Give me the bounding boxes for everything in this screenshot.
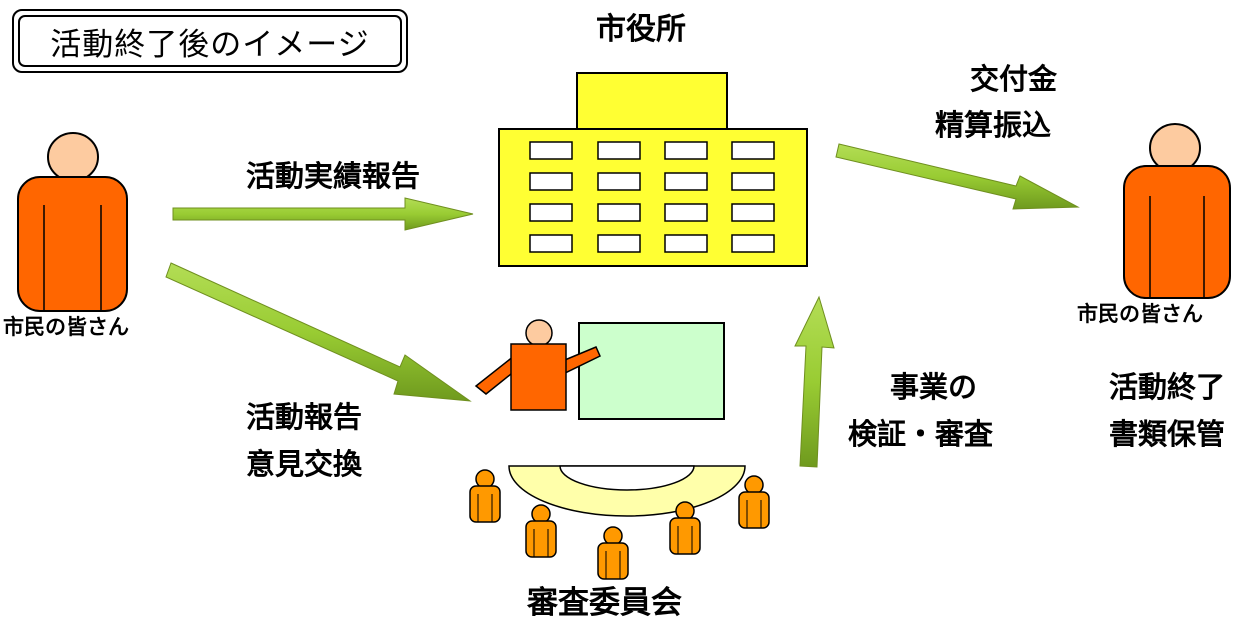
title-inner-frame: 活動終了後のイメージ <box>18 15 402 67</box>
presentation-board <box>578 322 725 420</box>
committee-label: 審査委員会 <box>527 585 682 621</box>
subsidy-line1: 交付金 <box>970 62 1058 96</box>
verification-line1: 事業の <box>890 370 978 404</box>
building-window <box>597 234 641 253</box>
building-window <box>731 234 775 253</box>
committee-member <box>597 526 629 580</box>
arrow-report-to-city-hall <box>172 197 474 231</box>
city-hall-label: 市役所 <box>596 12 686 47</box>
presenter-figure <box>474 319 601 411</box>
presentation-line1: 活動報告 <box>246 400 363 434</box>
arrow-subsidy-to-citizen <box>835 143 1080 210</box>
building-window <box>529 234 573 253</box>
committee-member <box>738 475 770 529</box>
city-hall-building <box>498 72 808 267</box>
title-box: 活動終了後のイメージ <box>12 9 408 73</box>
building-window <box>529 203 573 222</box>
building-window <box>664 141 708 160</box>
committee-members <box>469 469 770 580</box>
building-window <box>597 141 641 160</box>
building-window <box>597 203 641 222</box>
citizen-left-figure <box>17 132 128 312</box>
building-window <box>597 172 641 191</box>
citizen-right-figure <box>1123 123 1231 299</box>
building-windows <box>529 141 775 253</box>
building-window <box>664 172 708 191</box>
committee-member <box>469 469 501 523</box>
building-window <box>529 141 573 160</box>
committee-member <box>669 501 701 555</box>
arrow-citizen-to-committee <box>165 262 472 402</box>
meeting-table-inner <box>559 465 695 491</box>
subsidy-line2: 精算振込 <box>935 108 1052 142</box>
building-window <box>664 203 708 222</box>
building-window <box>529 172 573 191</box>
completion-line1: 活動終了 <box>1109 370 1226 404</box>
building-window <box>731 172 775 191</box>
citizen-right-label: 市民の皆さん <box>1077 302 1203 326</box>
page-title: 活動終了後のイメージ <box>50 26 370 63</box>
building-window <box>731 203 775 222</box>
building-window <box>731 141 775 160</box>
building-window <box>664 234 708 253</box>
committee-member <box>525 504 557 558</box>
verification-line2: 検証・審査 <box>848 417 994 451</box>
arrow-committee-to-city-hall <box>794 295 835 468</box>
citizen-left-label: 市民の皆さん <box>3 315 129 339</box>
report-label: 活動実績報告 <box>246 159 421 193</box>
completion-line2: 書類保管 <box>1109 417 1226 451</box>
presentation-line2: 意見交換 <box>246 447 363 481</box>
